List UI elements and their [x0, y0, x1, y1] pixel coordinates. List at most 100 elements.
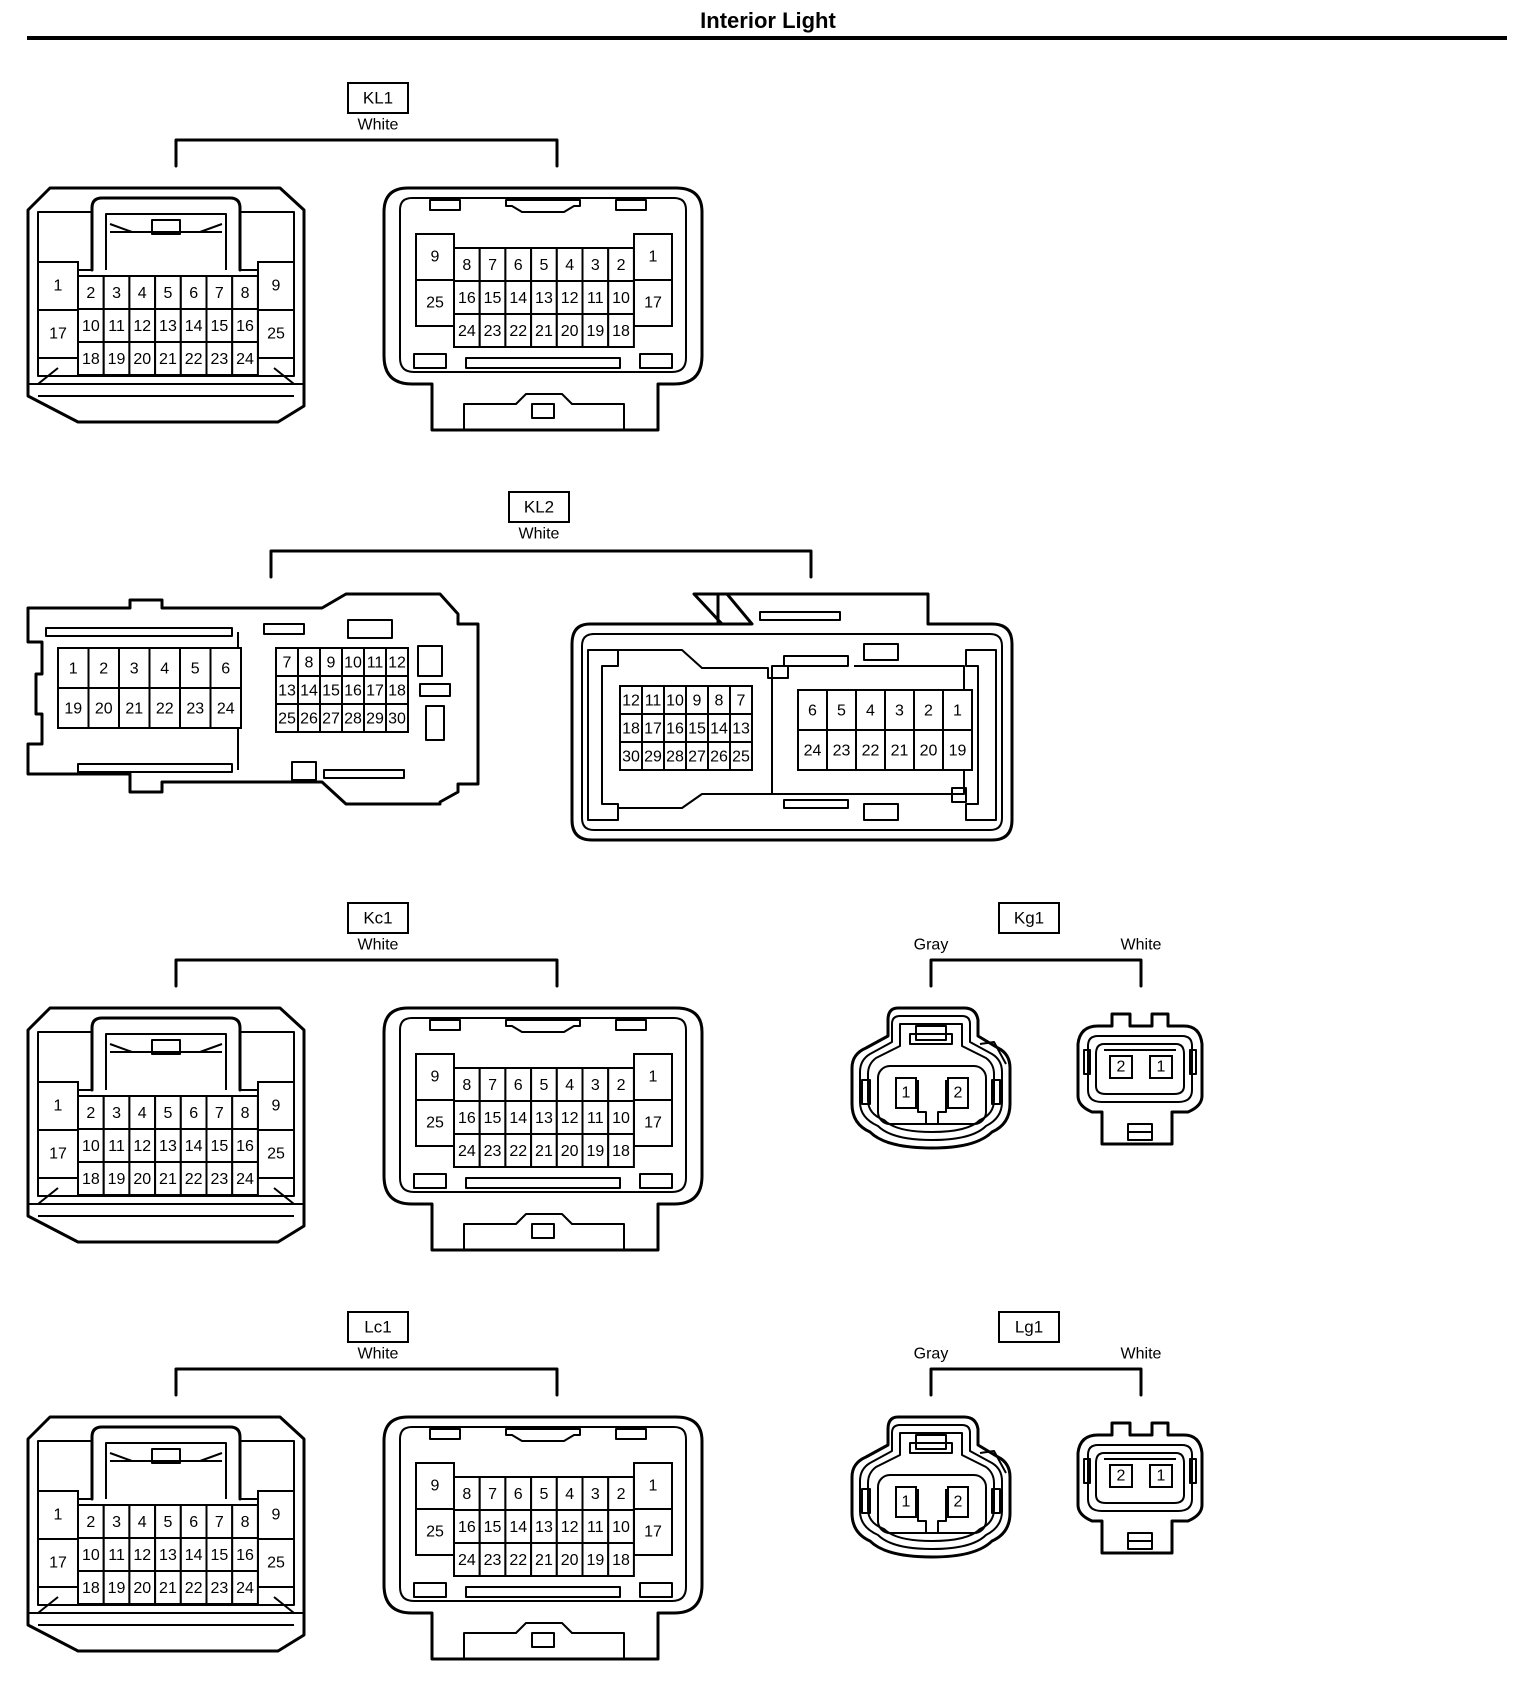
connector-id: KL2 — [524, 498, 554, 517]
pin-cell — [128, 308, 157, 343]
pin-number: 10 — [612, 290, 630, 307]
pin-cell — [555, 1133, 584, 1168]
pin-number: 17 — [49, 1555, 67, 1572]
pin-number: 8 — [462, 1077, 471, 1094]
pin-cell — [37, 1081, 79, 1131]
pin-cell — [37, 309, 79, 359]
pin-number: 14 — [710, 721, 728, 738]
pin-cell — [504, 1476, 533, 1511]
pin-cell — [855, 729, 886, 771]
pin-cell — [581, 1509, 610, 1544]
pin-number: 16 — [458, 290, 476, 307]
inner-shell — [867, 1432, 995, 1542]
rail-slot — [465, 1177, 621, 1189]
pin-number: 8 — [241, 1514, 250, 1531]
pin-cell — [607, 1476, 635, 1511]
pin-number: 16 — [236, 318, 254, 335]
pin-number: 12 — [388, 655, 406, 672]
pin-number: 7 — [488, 1486, 497, 1503]
pin-number: 20 — [561, 1552, 579, 1569]
pin-number: 28 — [666, 749, 684, 766]
side-tab — [991, 1488, 1001, 1514]
pin-cell — [1149, 1055, 1173, 1079]
rail-slot — [783, 799, 849, 809]
key-slot — [917, 1489, 947, 1534]
pin-number: 29 — [644, 749, 662, 766]
pin-cell — [77, 341, 105, 376]
pin-number: 11 — [108, 318, 125, 335]
pin-number: 8 — [715, 693, 724, 710]
bracket — [174, 138, 559, 168]
pin-number: 17 — [644, 1115, 662, 1132]
latch-detail — [979, 1450, 1007, 1474]
pin-cell — [102, 1570, 131, 1605]
outline — [382, 186, 704, 432]
pin-cell — [148, 647, 181, 689]
rail-slot — [429, 1428, 461, 1440]
pin-cell — [257, 309, 295, 359]
pin-number: 7 — [488, 1077, 497, 1094]
pin-number: 14 — [185, 318, 203, 335]
outline — [570, 592, 1014, 842]
pin-cell — [128, 1504, 157, 1539]
pin-number: 4 — [565, 1486, 574, 1503]
foot-tab — [531, 1632, 555, 1648]
pin-number: 2 — [617, 1486, 626, 1503]
rail-slot — [413, 353, 447, 369]
pin-number: 2 — [924, 703, 933, 720]
latch-slot — [417, 645, 443, 677]
pin-number: 3 — [895, 703, 904, 720]
pin-number: 28 — [344, 711, 362, 728]
pin-cell — [415, 1462, 455, 1510]
pin-cell — [1109, 1055, 1133, 1079]
pin-number: 9 — [272, 1098, 281, 1115]
pin-cell — [154, 1095, 182, 1130]
pin-number: 15 — [210, 1138, 228, 1155]
pin-number: 1 — [1157, 1468, 1166, 1485]
pin-cell — [179, 1161, 208, 1196]
rail-slot — [863, 643, 899, 661]
pin-number: 13 — [159, 1138, 177, 1155]
pin-cell — [57, 687, 90, 729]
lock-tab — [109, 223, 223, 233]
pin-cell — [179, 341, 208, 376]
pin-number: 19 — [108, 351, 126, 368]
outline — [850, 1415, 1012, 1559]
connector-id-box — [508, 491, 570, 523]
pin-number: 18 — [612, 1143, 630, 1160]
latch-arch — [90, 1016, 242, 1092]
pin-cell — [37, 1538, 79, 1588]
pin-cell — [942, 729, 973, 771]
pin-cell — [607, 1542, 635, 1577]
side-tab — [1083, 1458, 1091, 1484]
pin-cell — [913, 729, 944, 771]
pin-number: 2 — [1117, 1468, 1126, 1485]
pin-number: 1 — [54, 1098, 63, 1115]
pin-number: 13 — [535, 1519, 553, 1536]
connector-color: White — [358, 1346, 399, 1363]
pin-number: 24 — [236, 1171, 254, 1188]
pin-number: 19 — [586, 323, 604, 340]
lock-tab — [909, 1033, 953, 1045]
latch-slot — [425, 705, 445, 741]
lock-tab — [151, 219, 181, 235]
pin-number: 14 — [185, 1138, 203, 1155]
pin-cell — [633, 1099, 673, 1147]
pin-cell — [607, 247, 635, 282]
pin-cell — [77, 1504, 105, 1539]
pin-number: 11 — [587, 1110, 604, 1127]
inner-shell — [859, 1015, 1003, 1141]
pin-number: 16 — [236, 1138, 254, 1155]
pin-cell — [633, 1508, 673, 1556]
latch-slot — [419, 683, 451, 697]
pin-cell — [231, 275, 259, 310]
pin-number: 20 — [561, 1143, 579, 1160]
bracket — [174, 1367, 559, 1397]
pin-number: 2 — [954, 1085, 963, 1102]
pin-number: 21 — [159, 1171, 177, 1188]
pin-number: 22 — [509, 1552, 527, 1569]
lock-tab — [909, 1442, 953, 1454]
